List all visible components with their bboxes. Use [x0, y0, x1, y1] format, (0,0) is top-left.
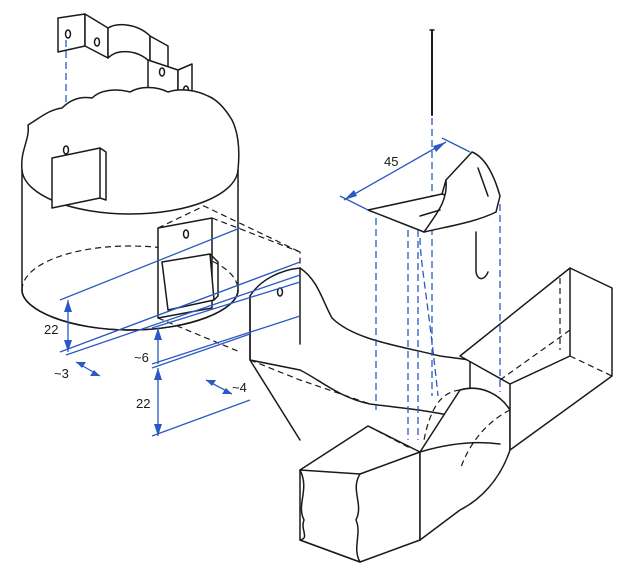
rivet-icon — [62, 145, 70, 155]
dimension-label-approx-4: ~4 — [232, 380, 247, 395]
elbow-junction — [419, 387, 511, 541]
hanger-rod — [429, 29, 435, 116]
rectangular-duct-left — [299, 425, 421, 563]
dimension-gap-3: ~3 — [54, 361, 101, 381]
rectangular-duct-right — [459, 267, 613, 451]
dimension-label-approx-6: ~6 — [134, 350, 149, 365]
bolt-hole-icon — [93, 37, 101, 47]
dimension-label-45: 45 — [384, 154, 398, 169]
dimension-45: 45 — [339, 137, 471, 211]
dimension-gap-4: ~4 — [205, 379, 247, 395]
dimension-left-height: 22 — [44, 227, 301, 356]
flexible-duct-transition — [249, 267, 471, 441]
dimension-label-22-left: 22 — [44, 322, 58, 337]
bolt-hole-icon — [158, 67, 166, 77]
dimension-gap-6: ~6 — [134, 281, 301, 365]
bolt-hole-icon — [64, 29, 72, 39]
saddle-support — [367, 151, 501, 280]
adapter-box — [157, 205, 301, 353]
dimension-mid-height: 22 — [136, 333, 251, 437]
dimension-label-approx-3: ~3 — [54, 366, 69, 381]
rivet-icon — [182, 229, 190, 239]
dimension-label-22-mid: 22 — [136, 396, 150, 411]
